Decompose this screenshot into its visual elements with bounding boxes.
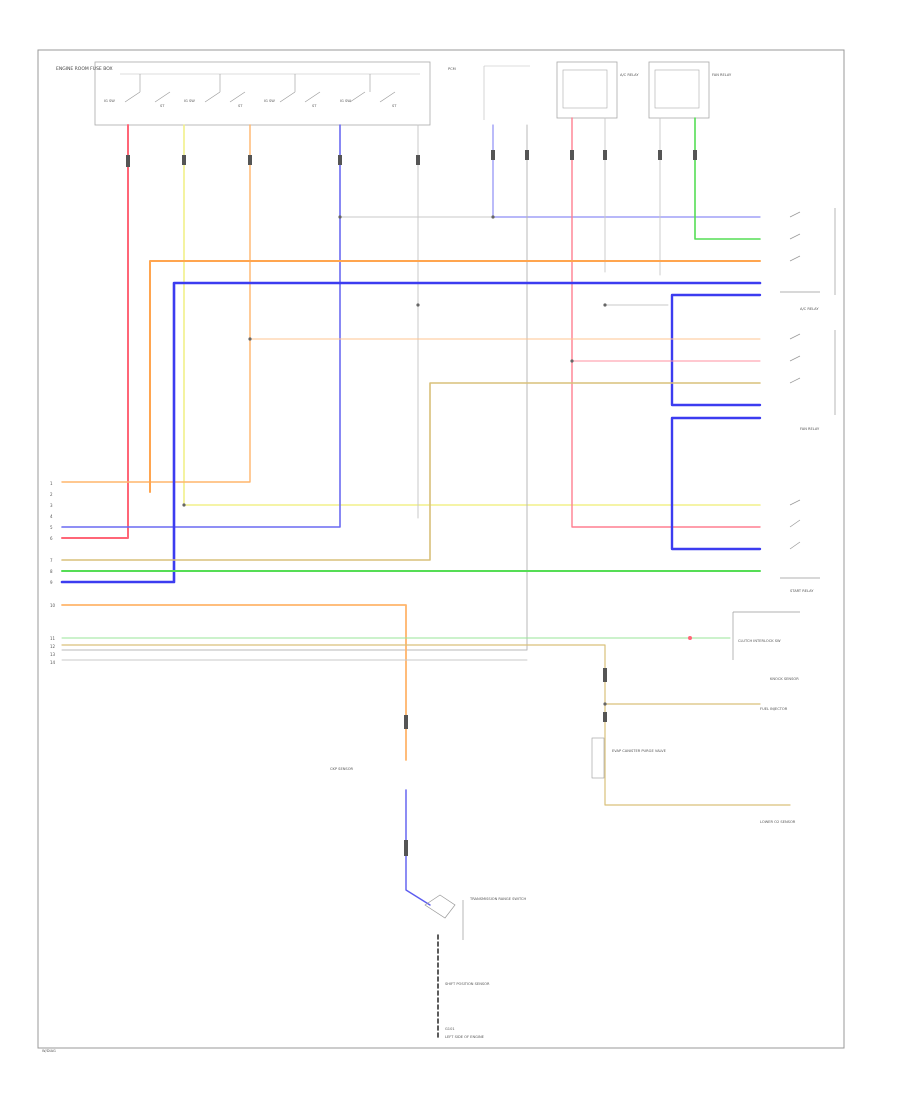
- transmission-label: TRANSMISSION RANGE SWITCH: [469, 897, 527, 901]
- relay-b: FAN RELAY: [648, 61, 732, 119]
- pcm-label: PCM: [448, 67, 456, 71]
- ac-relay: [780, 208, 836, 295]
- start-relay-label: START RELAY: [790, 589, 814, 593]
- wire-gray-b: [61, 124, 528, 651]
- shift-sensor-label: SHIFT POSITION SENSOR: [445, 982, 490, 986]
- pin-number: 13: [50, 652, 56, 657]
- relay-b-label: FAN RELAY: [712, 73, 732, 77]
- diagram-frame: [37, 49, 845, 1049]
- wire-blue-c: [670, 293, 762, 407]
- clutch-switch: [688, 611, 800, 660]
- pin-number: 14: [50, 660, 56, 665]
- fuse-switch-label: IG SW: [104, 99, 115, 103]
- fuse-box: ENGINE ROOM FUSE BOX IG SW ST IG SW ST I…: [56, 61, 431, 126]
- fuse-switch-label: ST: [160, 104, 165, 108]
- wire-orange-a: [61, 124, 251, 483]
- lower-sensor-label: LOWER O2 SENSOR: [760, 820, 796, 824]
- wire-tan-b: [61, 644, 791, 806]
- fuse-switch-label: IG SW: [184, 99, 195, 103]
- pin-number: 11: [50, 636, 56, 641]
- start-relay: [780, 499, 820, 579]
- pin-number: 1: [50, 481, 53, 486]
- wire-blue-a: [61, 124, 341, 528]
- pin-number: 8: [50, 569, 53, 574]
- pin-number: 3: [50, 503, 53, 508]
- fuse-switch-label: ST: [392, 104, 397, 108]
- fan-relay-label: FAN RELAY: [800, 427, 820, 431]
- left-pin-numbers: 1 2 3 4 5 6 7 8 9 10 11 12 13 14: [50, 481, 56, 665]
- ground-label: G101: [445, 1027, 455, 1031]
- wire-blue-e: [405, 789, 431, 906]
- wire-orange-d: [61, 604, 407, 761]
- corner-label: W/DIAG: [42, 1049, 56, 1053]
- pin-number: 12: [50, 644, 56, 649]
- ground-location: LEFT SIDE OF ENGINE: [445, 1035, 485, 1039]
- canister-label: EVAP CANISTER PURGE VALVE: [612, 749, 667, 753]
- canister-block: [591, 737, 605, 779]
- wire-blue-b: [60, 281, 762, 584]
- relay-a-label: A/C RELAY: [620, 73, 639, 77]
- wire-yellow: [183, 124, 761, 506]
- fuse-switch-label: ST: [238, 104, 243, 108]
- wire-pink-a: [571, 117, 761, 528]
- wire-lightblue: [492, 124, 761, 218]
- wire-tags: [126, 150, 697, 856]
- wire-red: [61, 124, 129, 539]
- pin-number: 4: [50, 514, 53, 519]
- cam-sensor-label: CKP SENSOR: [330, 767, 354, 771]
- clutch-switch-label: CLUTCH INTERLOCK SW: [738, 639, 781, 643]
- fuse-switch-group: [124, 74, 396, 103]
- fuse-switch-label: IG SW: [340, 99, 351, 103]
- wire-tan-a: [61, 382, 761, 561]
- knock-sensor-label: KNOCK SENSOR: [770, 677, 799, 681]
- pin-number: 5: [50, 525, 53, 530]
- fuse-switch-label: ST: [312, 104, 317, 108]
- wire-blue-d: [670, 416, 762, 551]
- pin-number: 7: [50, 558, 53, 563]
- fuse-switch-label: IG SW: [264, 99, 275, 103]
- ac-relay-label: A/C RELAY: [800, 307, 819, 311]
- relay-a: A/C RELAY: [556, 61, 639, 119]
- pin-number: 10: [50, 603, 56, 608]
- fan-relay: [789, 330, 836, 415]
- fuse-switch-labels: IG SW ST IG SW ST IG SW ST IG SW ST: [104, 99, 397, 108]
- wire-green-a: [694, 117, 761, 240]
- transmission-switch: [424, 894, 464, 940]
- pin-number: 9: [50, 580, 53, 585]
- pin-number: 2: [50, 492, 53, 497]
- splice-dots: [182, 215, 607, 706]
- pin-number: 6: [50, 536, 53, 541]
- wire-orange-b: [149, 260, 761, 493]
- wires: [60, 117, 791, 1041]
- fuel-injector-label: FUEL INJECTOR: [760, 707, 788, 711]
- fuse-box-label: ENGINE ROOM FUSE BOX: [56, 66, 113, 72]
